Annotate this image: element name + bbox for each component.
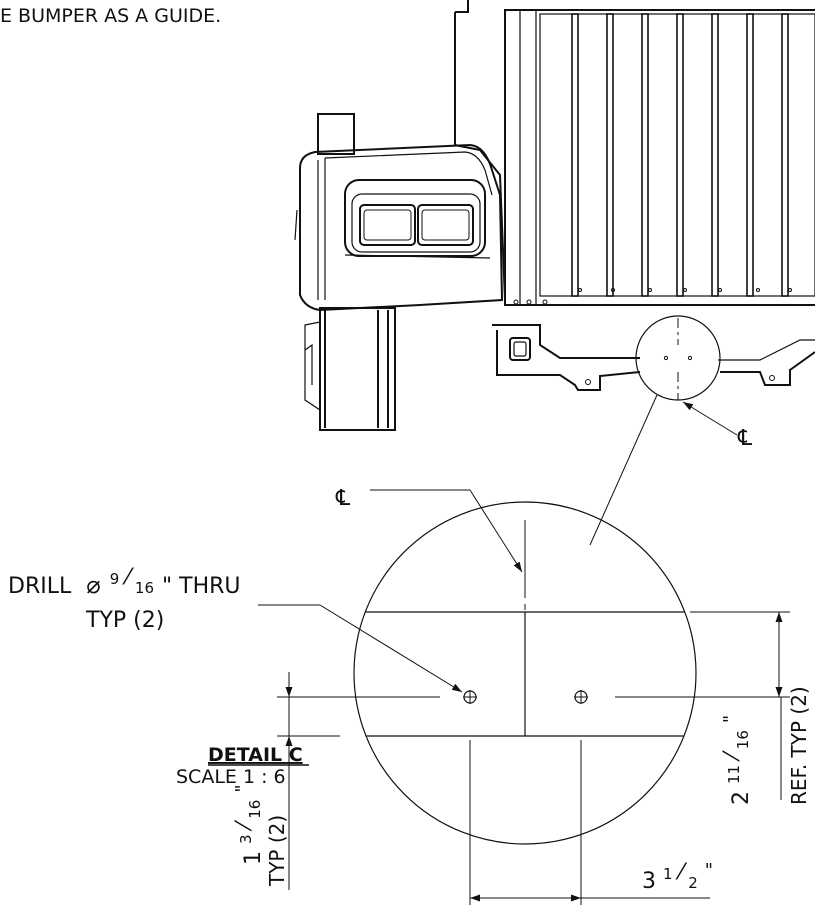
- drill-fraction-num: 9: [110, 570, 120, 588]
- drill-prefix: DRILL: [8, 574, 72, 599]
- diameter-symbol: ⌀: [86, 571, 100, 599]
- dim-left: 1 3 ⁄ 16 " TYP (2): [232, 672, 440, 890]
- dim-left-inch: ": [232, 784, 253, 792]
- svg-text:1 3 ⁄ 16: 1 3 ⁄ 16 ": [232, 784, 266, 865]
- dim-left-num: 3: [237, 834, 255, 844]
- drill-callout: DRILL ⌀ 9 ⁄ 16 " THRU TYP (2): [8, 565, 241, 633]
- dim-right-note: REF. TYP (2): [787, 686, 811, 805]
- dim-right-den: 16: [734, 730, 752, 749]
- drill-fraction-den: 16: [135, 579, 154, 597]
- dim-right-num: 11: [725, 765, 743, 784]
- drill-suffix: " THRU: [162, 574, 240, 599]
- dim-bottom-den: 2: [688, 874, 698, 892]
- dim-right: 2 11 ⁄ 16 " REF. TYP (2): [615, 611, 811, 805]
- dim-left-den: 16: [246, 800, 264, 819]
- detail-c-view: [353, 501, 697, 845]
- top-note: E BUMPER AS A GUIDE.: [0, 5, 221, 27]
- svg-text:DRILL ⌀ 9 ⁄: DRILL ⌀ 9 ⁄ 16 " THRU: [8, 565, 241, 599]
- svg-text:2 11 ⁄ 16: 2 11 ⁄ 16 ": [720, 715, 754, 805]
- detail-scale: SCALE 1 : 6: [176, 766, 286, 788]
- dim-bottom-num: 1: [663, 865, 673, 883]
- vehicle-front-view: [294, 0, 815, 431]
- dim-bottom: 3 1 ⁄ 2 ": [469, 740, 713, 905]
- dim-bottom-inch: ": [705, 860, 713, 881]
- svg-text:3 1 ⁄ 2: 3 1 ⁄ 2 ": [642, 860, 713, 894]
- drill-typ: TYP (2): [85, 608, 164, 633]
- dim-right-whole: 2: [729, 791, 754, 805]
- dim-right-inch: ": [720, 715, 741, 723]
- detail-title: DETAIL C: [208, 744, 303, 766]
- hole-right: [574, 690, 588, 704]
- grille-bars: [571, 13, 789, 297]
- dim-left-note: TYP (2): [265, 815, 289, 887]
- dim-left-whole: 1: [241, 851, 266, 865]
- dim-bottom-whole: 3: [642, 869, 656, 894]
- centerline-label-detail: ℄: [335, 486, 351, 511]
- centerline-label-top: ℄: [737, 426, 753, 451]
- hole-left: [463, 690, 477, 704]
